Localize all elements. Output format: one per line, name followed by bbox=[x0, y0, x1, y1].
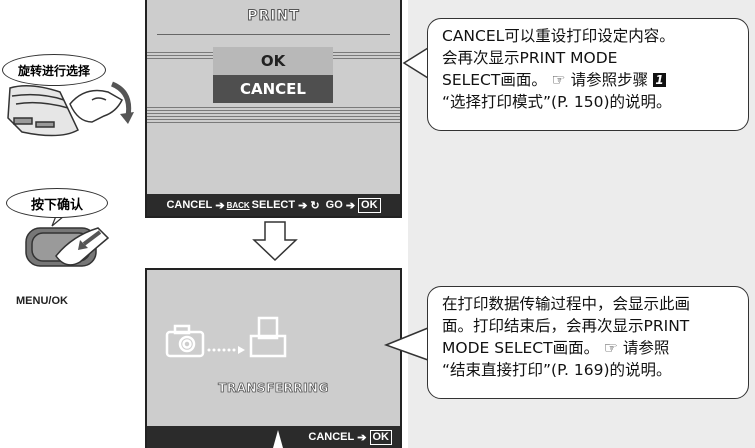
callout-line: CANCEL可以重设打印设定内容。 bbox=[442, 27, 675, 45]
reference-text: 请参照 bbox=[622, 339, 670, 357]
reference-text: 请参照步骤 bbox=[570, 71, 649, 89]
ok-key-icon: OK bbox=[358, 197, 381, 213]
ok-option[interactable]: OK bbox=[213, 47, 333, 75]
callout2-pointer bbox=[383, 327, 429, 361]
print-screen: PRINT OK CANCEL CANCEL ➔ BACK SELECT ➔ ↻… bbox=[145, 0, 402, 218]
ok-key-icon: OK bbox=[369, 429, 392, 445]
screen-title: PRINT bbox=[247, 8, 300, 25]
reference-icon: ☞ bbox=[551, 71, 566, 89]
callout-line: SELECT画面。 bbox=[442, 71, 547, 89]
callout-line: 在打印数据传输过程中，会显示此画 bbox=[442, 295, 691, 313]
dial-icon: ↻ bbox=[310, 199, 320, 212]
callout-line: “结束直接打印”(P. 169)的说明。 bbox=[442, 361, 672, 379]
title-divider bbox=[157, 34, 390, 35]
cancel-description-callout: CANCEL可以重设打印设定内容。 会再次显示PRINT MODE SELECT… bbox=[427, 18, 749, 131]
reference-icon: ☞ bbox=[604, 339, 618, 357]
arrow-right-icon: ➔ bbox=[354, 431, 367, 444]
camera-icon bbox=[165, 324, 205, 358]
back-hint: BACK bbox=[226, 200, 250, 210]
transferring-screen: TRANSFERRING CANCEL ➔ OK bbox=[145, 268, 402, 448]
press-instruction-bubble: 按下确认 bbox=[6, 188, 108, 218]
select-hint: SELECT bbox=[251, 199, 296, 211]
rotate-instruction-bubble: 旋转进行选择 bbox=[2, 54, 106, 86]
menu-ok-label: MENU/OK bbox=[16, 295, 68, 307]
step-number-badge: 1 bbox=[653, 73, 667, 87]
callout-line: 会再次显示PRINT MODE bbox=[442, 49, 618, 67]
hand-icon bbox=[69, 89, 123, 123]
callout-line: MODE SELECT画面。 bbox=[442, 339, 600, 357]
cancel-hint: CANCEL bbox=[166, 199, 213, 211]
callout-line: “选择打印模式”(P. 150)的说明。 bbox=[442, 93, 672, 111]
arrow-right-icon: ➔ bbox=[212, 199, 225, 212]
go-hint: GO bbox=[325, 199, 343, 211]
cancel-hint: CANCEL bbox=[308, 431, 355, 443]
bottom-pointer bbox=[273, 430, 283, 448]
transfer-description-callout: 在打印数据传输过程中，会显示此画 面。打印结束后，会再次显示PRINT MODE… bbox=[427, 286, 749, 399]
callout-line: 面。打印结束后，会再次显示PRINT bbox=[442, 317, 690, 335]
transfer-dots-icon bbox=[207, 346, 245, 354]
transfer-illustration bbox=[165, 316, 287, 358]
screen-bottom-bar: CANCEL ➔ OK bbox=[147, 426, 400, 448]
printer-icon bbox=[249, 316, 287, 358]
camera-dial-icon bbox=[7, 85, 79, 137]
arrow-right-icon: ➔ bbox=[342, 199, 356, 212]
screen-bottom-bar: CANCEL ➔ BACK SELECT ➔ ↻ GO ➔ OK bbox=[147, 194, 400, 216]
down-arrow-icon bbox=[252, 221, 298, 262]
decorative-stripes-bottom bbox=[147, 107, 400, 125]
transferring-status: TRANSFERRING bbox=[218, 381, 329, 396]
press-arrow-icon bbox=[82, 230, 102, 246]
cancel-option[interactable]: CANCEL bbox=[213, 75, 333, 103]
arrow-right-icon: ➔ bbox=[295, 199, 311, 212]
bubble-tail bbox=[51, 215, 65, 227]
rotate-arrow-icon bbox=[110, 81, 132, 117]
callout1-pointer bbox=[402, 47, 429, 79]
